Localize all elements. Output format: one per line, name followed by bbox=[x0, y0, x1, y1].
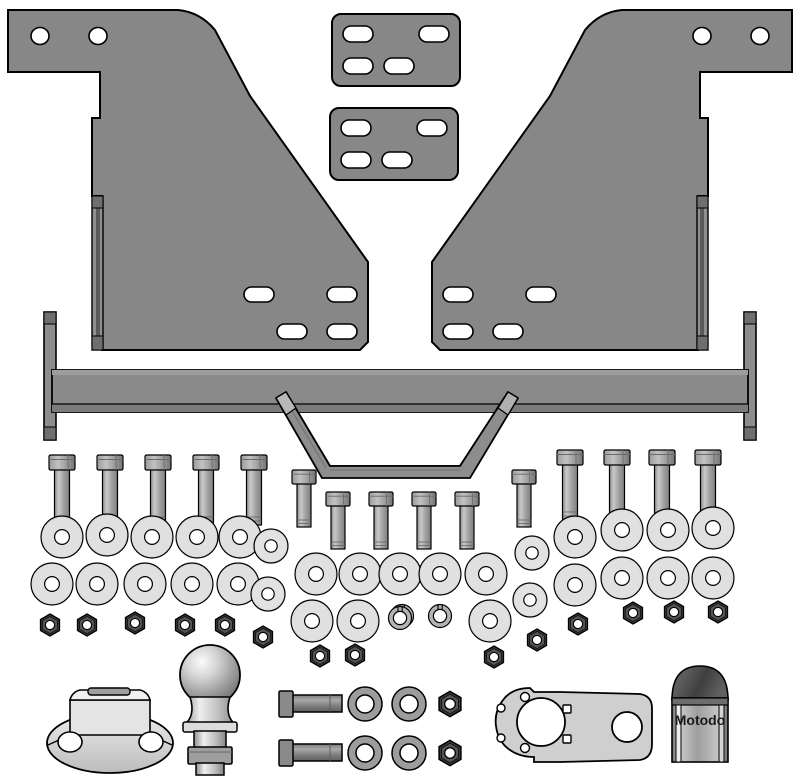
left-mounting-bracket bbox=[7, 9, 369, 351]
bolt-group-left bbox=[48, 454, 317, 528]
bottom-nut-2 bbox=[438, 739, 462, 767]
main-crossbar bbox=[43, 311, 757, 441]
bottom-washer-4 bbox=[391, 735, 427, 771]
bottom-nut-1 bbox=[438, 690, 462, 718]
right-bracket-hole-top-2 bbox=[750, 26, 770, 46]
protective-cap: Motodo bbox=[671, 665, 729, 763]
short-bolt-1 bbox=[278, 690, 343, 718]
socket-mounting-plate bbox=[494, 687, 653, 763]
spacer-plate-upper bbox=[331, 13, 461, 87]
short-bolt-2 bbox=[278, 739, 343, 767]
tow-ball-nut bbox=[187, 746, 233, 765]
drop-support-bar bbox=[275, 391, 519, 479]
spacer-plate-lower bbox=[329, 107, 459, 181]
left-bracket-hole-top-1 bbox=[30, 26, 50, 46]
right-mounting-bracket bbox=[431, 9, 793, 351]
bottom-washer-1 bbox=[347, 686, 383, 722]
bottom-hardware-group bbox=[278, 686, 462, 771]
ball-mount-flange bbox=[46, 687, 174, 774]
hex-nut-group bbox=[39, 600, 729, 669]
bolt-group-center bbox=[325, 469, 537, 550]
bottom-washer-3 bbox=[347, 735, 383, 771]
washer-group-left bbox=[30, 513, 289, 612]
bolt-group-right bbox=[556, 449, 722, 521]
spring-washer-group bbox=[387, 603, 453, 631]
washer-group-right bbox=[512, 506, 735, 618]
bottom-washer-2 bbox=[391, 686, 427, 722]
cap-brand-text: Motodo bbox=[675, 712, 726, 728]
tow-ball bbox=[179, 644, 241, 776]
right-bracket-hole-top-1 bbox=[692, 26, 712, 46]
left-bracket-hole-top-2 bbox=[88, 26, 108, 46]
